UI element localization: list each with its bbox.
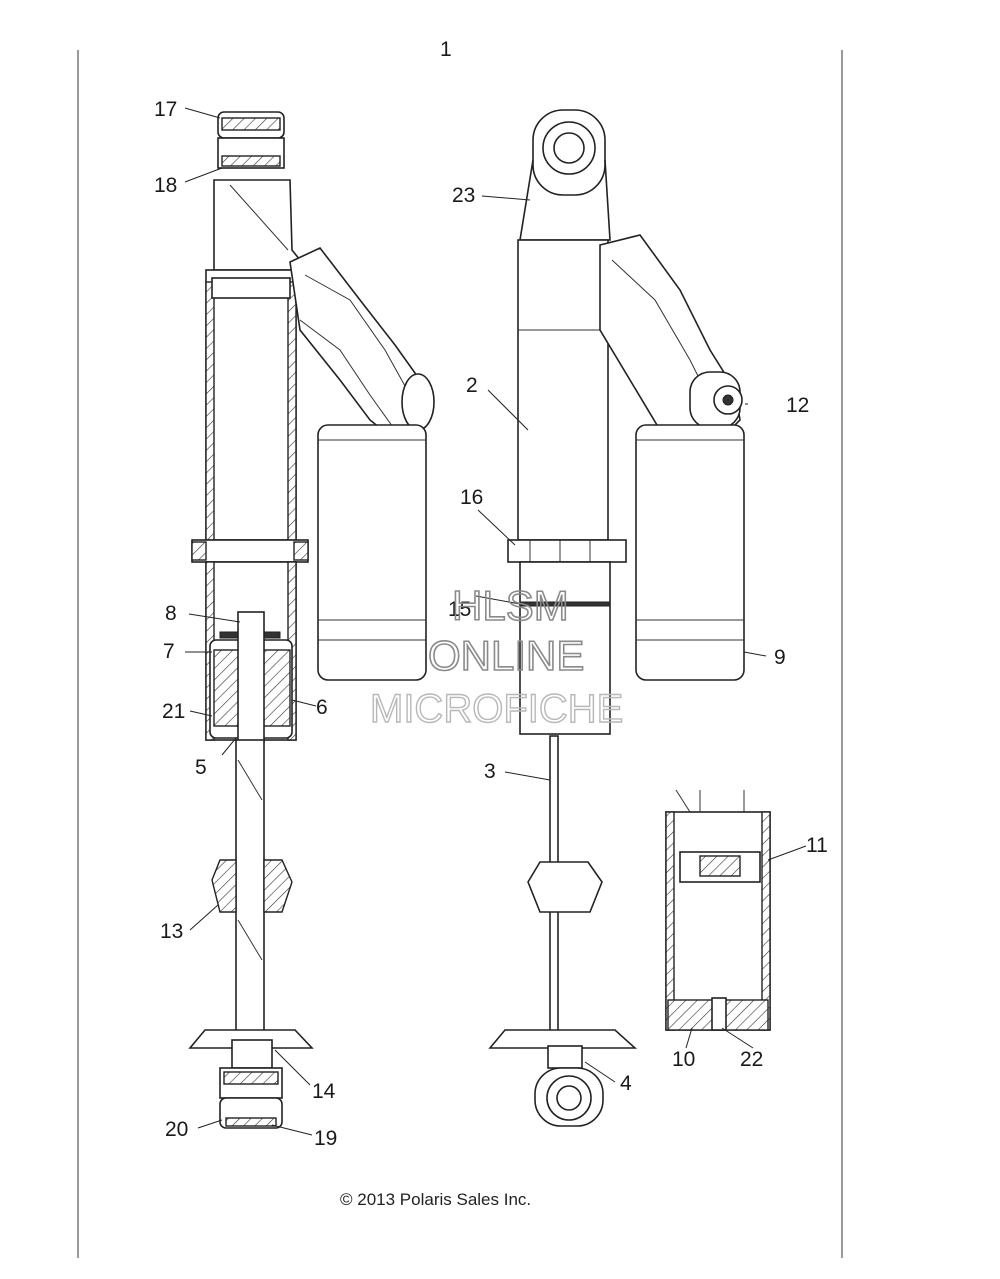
callout-11: 11 (806, 834, 828, 857)
callout-4: 4 (620, 1072, 632, 1095)
shock-body-2 (517, 239, 609, 541)
assembly-number-label: 1 (440, 38, 452, 61)
reservoir-section-inset (665, 789, 771, 1031)
callout-5: 5 (195, 756, 207, 779)
callout-19: 19 (314, 1127, 337, 1150)
exterior-shock-view (488, 109, 745, 1127)
callout-10: 10 (672, 1048, 695, 1071)
shaft-section (235, 739, 265, 1041)
bumper-13 (211, 859, 237, 913)
callout-12: 12 (786, 394, 809, 417)
callout-13: 13 (160, 920, 183, 943)
callout-20: 20 (165, 1118, 188, 1141)
shock-body-section (205, 269, 297, 541)
callout-9: 9 (774, 646, 786, 669)
watermark-line-2: ONLINE (428, 632, 584, 679)
callout-2: 2 (466, 374, 478, 397)
callout-17: 17 (154, 98, 177, 121)
callout-14: 14 (312, 1080, 336, 1103)
callout-18: 18 (154, 174, 177, 197)
watermark-line-3: MICROFICHE (370, 687, 623, 731)
copyright-notice: © 2013 Polaris Sales Inc. (340, 1190, 531, 1209)
callout-21: 21 (162, 700, 185, 723)
callout-3: 3 (484, 760, 496, 783)
bumper-right (527, 861, 603, 913)
reservoir-canister-9 (635, 424, 745, 681)
callout-8: 8 (165, 602, 177, 625)
bottom-eye-4 (547, 1045, 583, 1069)
callout-15: 15 (448, 598, 471, 621)
callout-7: 7 (163, 640, 175, 663)
callout-23: 23 (452, 184, 475, 207)
sectioned-shock-view (188, 111, 435, 1129)
spring-collar-16 (507, 539, 627, 563)
valve-22 (711, 997, 727, 1031)
watermark-line-1: HLSM (452, 582, 569, 629)
callout-16: 16 (460, 486, 483, 509)
reservoir-canister-left (317, 424, 427, 681)
callout-22: 22 (740, 1048, 763, 1071)
callout-6: 6 (316, 696, 328, 719)
